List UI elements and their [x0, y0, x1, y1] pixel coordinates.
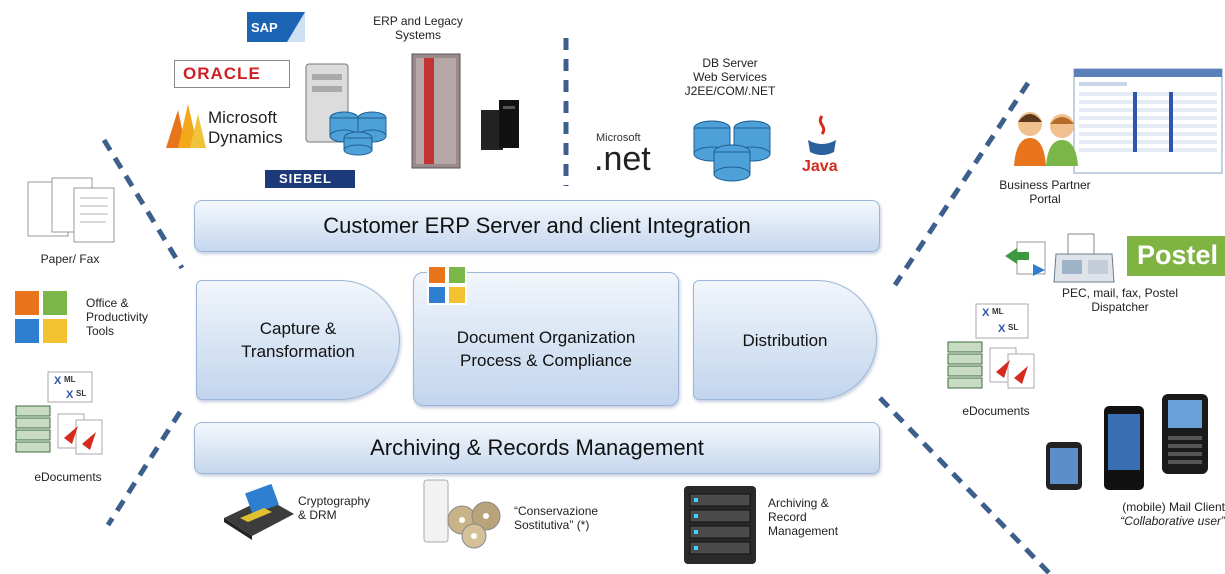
db-server-label: DB Server Web Services J2EE/COM/.NET — [684, 56, 776, 98]
svg-text:ML: ML — [64, 375, 76, 384]
workstation-icon — [475, 96, 525, 154]
mobile-devices-icon — [1044, 392, 1214, 492]
server-database-icon — [300, 56, 400, 156]
mail-transfer-icon — [1003, 238, 1049, 278]
storage-discs-icon — [418, 476, 504, 550]
portal-screenshot-icon — [1073, 68, 1223, 174]
integration-bar: Customer ERP Server and client Integrati… — [194, 200, 880, 252]
edocuments-right-label: eDocuments — [962, 404, 1030, 418]
microsoft-dynamics-logo: Microsoft Dynamics — [164, 100, 294, 150]
office-tools-label: Office & Productivity Tools — [86, 296, 149, 338]
conservazione-label: “Conservazione Sostitutiva” (*) — [514, 504, 599, 532]
svg-text:SL: SL — [76, 389, 86, 398]
office-tools-icon — [10, 286, 74, 350]
office-icon — [426, 264, 470, 308]
svg-text:X: X — [998, 323, 1006, 335]
crypto-card-reader-icon — [220, 483, 298, 540]
svg-text:ML: ML — [992, 307, 1004, 316]
paper-fax-label: Paper/ Fax — [40, 252, 100, 266]
archiving-bar-label: Archiving & Records Management — [370, 435, 704, 460]
archive-server-icon — [680, 482, 760, 568]
separator-right-bottom — [878, 396, 1052, 574]
ms-net-logo: Microsoft .net — [594, 132, 651, 178]
server-rack-icon — [410, 52, 462, 170]
oracle-logo: ORACLE — [174, 60, 290, 88]
fax-machine-icon — [1052, 232, 1118, 286]
paper-fax-icon — [26, 176, 116, 246]
database-cluster-icon — [686, 112, 786, 184]
sap-logo-text: SAP — [251, 20, 278, 35]
svg-text:X: X — [66, 389, 74, 401]
separator-left-bottom — [105, 410, 183, 527]
postel-logo: Postel — [1127, 236, 1225, 276]
edocuments-left-label: eDocuments — [34, 470, 102, 484]
java-cup-icon — [808, 115, 836, 155]
archiving-bar: Archiving & Records Management — [194, 422, 880, 474]
archiving-management-label: Archiving & Record Management — [768, 496, 839, 538]
siebel-logo: SIEBEL — [265, 170, 355, 188]
pec-dispatcher-label: PEC, mail, fax, Postel Dispatcher — [1061, 286, 1179, 314]
distribution-stage: Distribution — [693, 280, 877, 400]
sap-logo: SAP — [247, 12, 305, 42]
svg-text:SL: SL — [1008, 323, 1018, 332]
separator-left-top — [101, 138, 185, 270]
business-partner-label: Business Partner Portal — [999, 178, 1091, 206]
crypto-label: Cryptography & DRM — [298, 494, 371, 522]
dynamics-icon — [166, 104, 206, 148]
java-logo: Java — [798, 112, 848, 182]
capture-stage: Capture & Transformation — [196, 280, 400, 400]
mobile-client-label: (mobile) Mail Client “Collaborative user… — [1120, 500, 1225, 528]
people-icon — [1012, 106, 1088, 168]
svg-text:X: X — [54, 375, 62, 387]
erp-legacy-label: ERP and Legacy Systems — [373, 14, 463, 42]
integration-bar-label: Customer ERP Server and client Integrati… — [323, 213, 751, 238]
svg-text:X: X — [982, 307, 990, 319]
